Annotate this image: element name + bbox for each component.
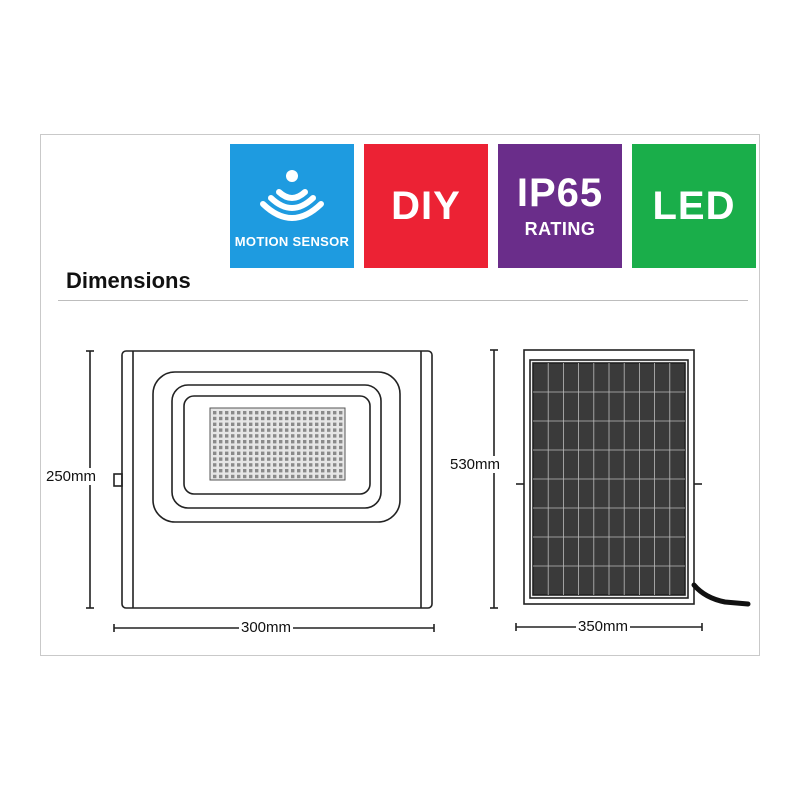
divider [58, 300, 748, 301]
ip65-badge: IP65 RATING [498, 144, 622, 268]
ip65-label: IP65 [516, 170, 604, 215]
flood-light-drawing [113, 350, 433, 609]
led-array [209, 407, 346, 481]
rating-label: RATING [524, 218, 596, 239]
panel-width-label: 350mm [576, 618, 631, 635]
motion-sensor-icon [260, 169, 324, 221]
led-label: LED [652, 184, 736, 228]
section-title: Dimensions [66, 268, 191, 293]
motion-sensor-badge: MOTION SENSOR [230, 144, 354, 268]
light-width-label: 300mm [239, 619, 294, 636]
panel-height-label: 530mm [448, 456, 503, 473]
light-height-label: 250mm [44, 468, 99, 485]
diy-label: DIY [391, 184, 461, 228]
led-badge: LED [632, 144, 756, 268]
motion-sensor-label: MOTION SENSOR [234, 233, 350, 249]
diy-badge: DIY [364, 144, 488, 268]
